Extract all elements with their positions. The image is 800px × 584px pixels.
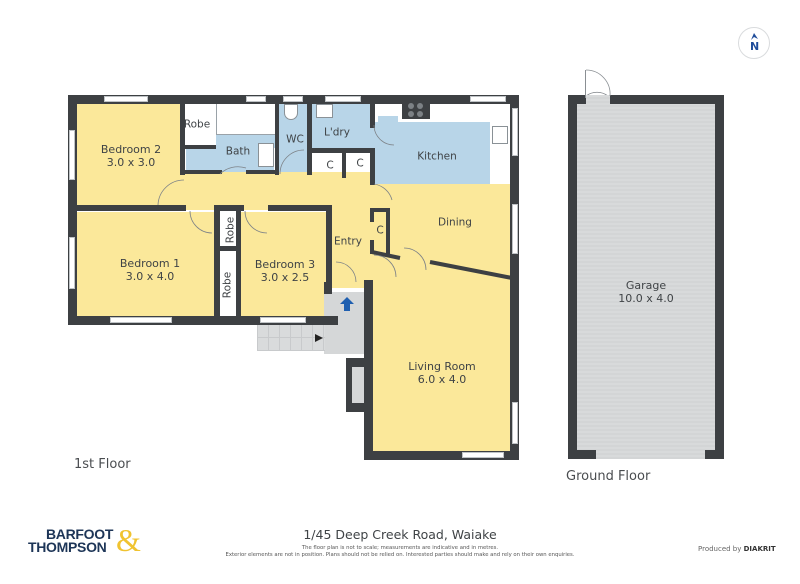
property-address: 1/45 Deep Creek Road, Waiake bbox=[303, 527, 497, 542]
cooktop-icon bbox=[408, 103, 423, 117]
wall bbox=[342, 150, 346, 178]
wall bbox=[370, 208, 390, 212]
robe-low-area bbox=[218, 251, 238, 316]
wall bbox=[324, 282, 332, 294]
wall bbox=[214, 205, 220, 317]
fireplace-hearth bbox=[352, 367, 366, 403]
window bbox=[104, 96, 148, 102]
garage-door-swing bbox=[585, 69, 611, 97]
wall bbox=[246, 170, 276, 174]
kitchen-area bbox=[372, 122, 490, 184]
wall bbox=[364, 451, 519, 460]
disclaimer-line-1: The floor plan is not to scale; measurem… bbox=[301, 545, 499, 551]
hallway-area bbox=[182, 172, 372, 210]
wall bbox=[370, 240, 374, 254]
closet-2-area bbox=[346, 153, 372, 175]
compass-label: N bbox=[750, 40, 760, 53]
sink-icon bbox=[492, 126, 508, 144]
wall bbox=[364, 280, 373, 460]
wall bbox=[568, 95, 577, 459]
north-arrow-icon bbox=[751, 33, 758, 40]
wall bbox=[386, 208, 390, 254]
toilet-icon bbox=[284, 104, 298, 120]
robe-top-area bbox=[182, 103, 216, 147]
closet-3-label: C bbox=[376, 224, 384, 237]
closet-1-label: C bbox=[326, 159, 334, 172]
window bbox=[246, 96, 266, 102]
wall bbox=[568, 450, 596, 459]
window bbox=[512, 108, 518, 156]
bedroom-1-area bbox=[76, 212, 214, 318]
garage-side-door bbox=[585, 70, 586, 98]
wall bbox=[180, 103, 185, 175]
first-floor-label: 1st Floor bbox=[74, 457, 131, 472]
garage-area bbox=[568, 95, 724, 459]
closet-2-label: C bbox=[356, 157, 364, 170]
wall bbox=[510, 95, 519, 459]
wall bbox=[236, 205, 241, 317]
angled-wall bbox=[371, 250, 513, 280]
compass: N bbox=[738, 27, 770, 59]
window bbox=[260, 317, 306, 323]
laundry-label: L'dry bbox=[324, 126, 350, 139]
stair-direction-arrow-icon bbox=[315, 334, 323, 342]
wall bbox=[217, 246, 239, 251]
wall bbox=[326, 205, 332, 287]
wall bbox=[275, 103, 279, 175]
dining-label: Dining bbox=[438, 216, 472, 229]
wall bbox=[370, 103, 375, 128]
window bbox=[462, 452, 504, 458]
bedroom-2-area bbox=[76, 103, 182, 207]
window bbox=[283, 96, 303, 102]
vanity-icon bbox=[258, 143, 274, 167]
wc-label: WC bbox=[286, 133, 304, 146]
produced-by: Produced by DIAKRIT bbox=[698, 545, 776, 553]
ground-floor-label: Ground Floor bbox=[566, 469, 651, 484]
window bbox=[512, 402, 518, 444]
living-room-area bbox=[372, 260, 510, 452]
brand-ampersand: & bbox=[116, 522, 141, 558]
bath-label: Bath bbox=[225, 145, 251, 158]
entry-area bbox=[326, 208, 374, 288]
disclaimer-line-2: Exterior elements are not in position. P… bbox=[225, 552, 575, 558]
robe-mid-label: Robe bbox=[224, 216, 237, 244]
bathtub bbox=[216, 103, 276, 135]
wall bbox=[307, 103, 312, 175]
wall bbox=[268, 205, 330, 211]
basin-icon bbox=[316, 104, 333, 118]
entry-label: Entry bbox=[334, 235, 362, 248]
robe-top-label: Robe bbox=[183, 118, 211, 131]
window bbox=[470, 96, 506, 102]
window bbox=[110, 317, 172, 323]
wall bbox=[370, 148, 375, 185]
wall bbox=[76, 205, 186, 211]
wall bbox=[68, 95, 77, 325]
kitchen-entry-nook bbox=[378, 116, 398, 126]
kitchen-label: Kitchen bbox=[417, 150, 457, 163]
robe-low-label: Robe bbox=[221, 271, 234, 299]
wall bbox=[402, 95, 430, 119]
window bbox=[69, 237, 75, 289]
wall bbox=[705, 450, 724, 459]
wall bbox=[182, 170, 222, 174]
robe-mid-area bbox=[220, 212, 240, 248]
wall bbox=[214, 205, 244, 211]
brand-logo: BARFOOT THOMPSON bbox=[28, 526, 114, 555]
window bbox=[512, 204, 518, 254]
wall bbox=[715, 95, 724, 459]
window bbox=[325, 96, 361, 102]
wall bbox=[68, 316, 338, 325]
wall bbox=[182, 145, 216, 149]
window bbox=[69, 130, 75, 180]
wall bbox=[568, 95, 586, 104]
stairs bbox=[257, 323, 325, 351]
wall bbox=[610, 95, 724, 104]
wall bbox=[370, 208, 374, 222]
entry-arrow-icon bbox=[340, 297, 354, 311]
